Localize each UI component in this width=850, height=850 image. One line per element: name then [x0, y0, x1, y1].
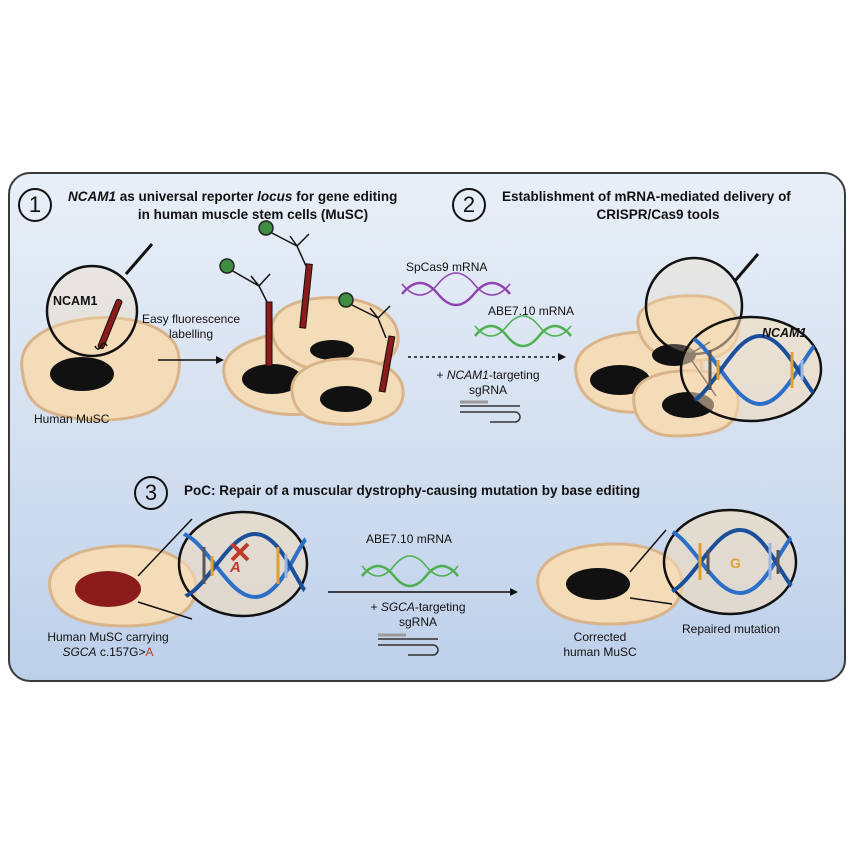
section-1-title: NCAM1 as universal reporter locus for ge…	[68, 188, 397, 205]
abe-mrna-strand-bottom	[361, 555, 459, 588]
step-3-badge: 3	[134, 476, 168, 510]
sgrna-gene: NCAM1	[446, 368, 489, 382]
mutant-base-label: A	[230, 559, 241, 576]
labelled-cell-cluster	[222, 296, 405, 426]
sgrna-gene: SGCA	[380, 600, 415, 614]
sgrna-suffix: -targeting	[414, 600, 466, 614]
gene-name: SGCA	[62, 645, 97, 659]
human-musc-label: Human MuSC	[34, 412, 110, 426]
step-2-badge: 2	[452, 188, 486, 222]
diagram-artwork	[20, 220, 823, 656]
abe-mrna-strand	[474, 315, 572, 348]
abe-mrna-label-bottom: ABE7.10 mRNA	[366, 532, 453, 546]
mutation-cross-icon	[230, 542, 250, 562]
repaired-dna-zoom	[662, 508, 798, 616]
mutant-nucleus	[75, 571, 141, 607]
mutant-cell-label-line1: Human MuSC carrying	[47, 630, 169, 644]
sgrna-suffix: -targeting	[488, 368, 540, 382]
mutation-dna-zoom	[174, 510, 313, 618]
section-1-title-line2: in human muscle stem cells (MuSC)	[137, 207, 369, 222]
plus: +	[436, 368, 447, 382]
spcas9-mrna-label: SpCas9 mRNA	[406, 260, 488, 274]
ncam1-zoom-label: NCAM1	[762, 326, 807, 340]
ncam1-dna-zoom	[679, 315, 823, 423]
corrected-label-line1: Corrected	[573, 630, 627, 644]
section-2-title-line1: Establishment of mRNA-mediated delivery …	[502, 189, 791, 204]
plus: +	[370, 600, 381, 614]
section-2-title-line2: CRISPR/Cas9 tools	[596, 207, 720, 222]
spcas9-mrna-strand	[401, 272, 511, 307]
ncam1-magnifier-label: NCAM1	[53, 294, 98, 308]
title-locus: locus	[257, 189, 293, 204]
variant: c.157G>	[96, 645, 146, 659]
repaired-mutation-label: Repaired mutation	[682, 622, 781, 636]
title-text: as universal reporter	[116, 189, 258, 204]
mutant-cell-label-line2: SGCA c.157G>A	[28, 645, 188, 660]
ncam1-sgrna-label: + NCAM1-targeting	[408, 368, 568, 383]
graphical-abstract-panel: 1 NCAM1 as universal reporter locus for …	[8, 172, 846, 682]
section-3-title: PoC: Repair of a muscular dystrophy-caus…	[184, 483, 641, 498]
sgca-sgrna-line2: sgRNA	[398, 615, 437, 629]
sgrna-glyph-bottom	[378, 633, 439, 656]
ncam1-magnifier	[45, 243, 154, 358]
step-1-badge: 1	[18, 188, 52, 222]
alt-allele: A	[145, 645, 154, 659]
sgrna-glyph-top	[460, 400, 521, 423]
labelling-line1: Easy fluorescence	[141, 312, 241, 326]
abe-mrna-label-top: ABE7.10 mRNA	[488, 304, 575, 318]
repaired-base-label: G	[730, 555, 741, 571]
corrected-nucleus	[566, 568, 630, 600]
title-text-end: for gene editing	[292, 189, 398, 204]
corrected-cell	[536, 542, 684, 626]
ncam1-sgrna-line2: sgRNA	[468, 383, 507, 397]
labelling-line2: labelling	[168, 327, 214, 341]
corrected-label-line2: human MuSC	[563, 645, 637, 659]
sgca-sgrna-label: + SGCA-targeting	[328, 600, 508, 615]
title-gene: NCAM1	[68, 189, 117, 204]
antibody-probes	[219, 220, 396, 393]
cell-nucleus	[50, 357, 114, 391]
